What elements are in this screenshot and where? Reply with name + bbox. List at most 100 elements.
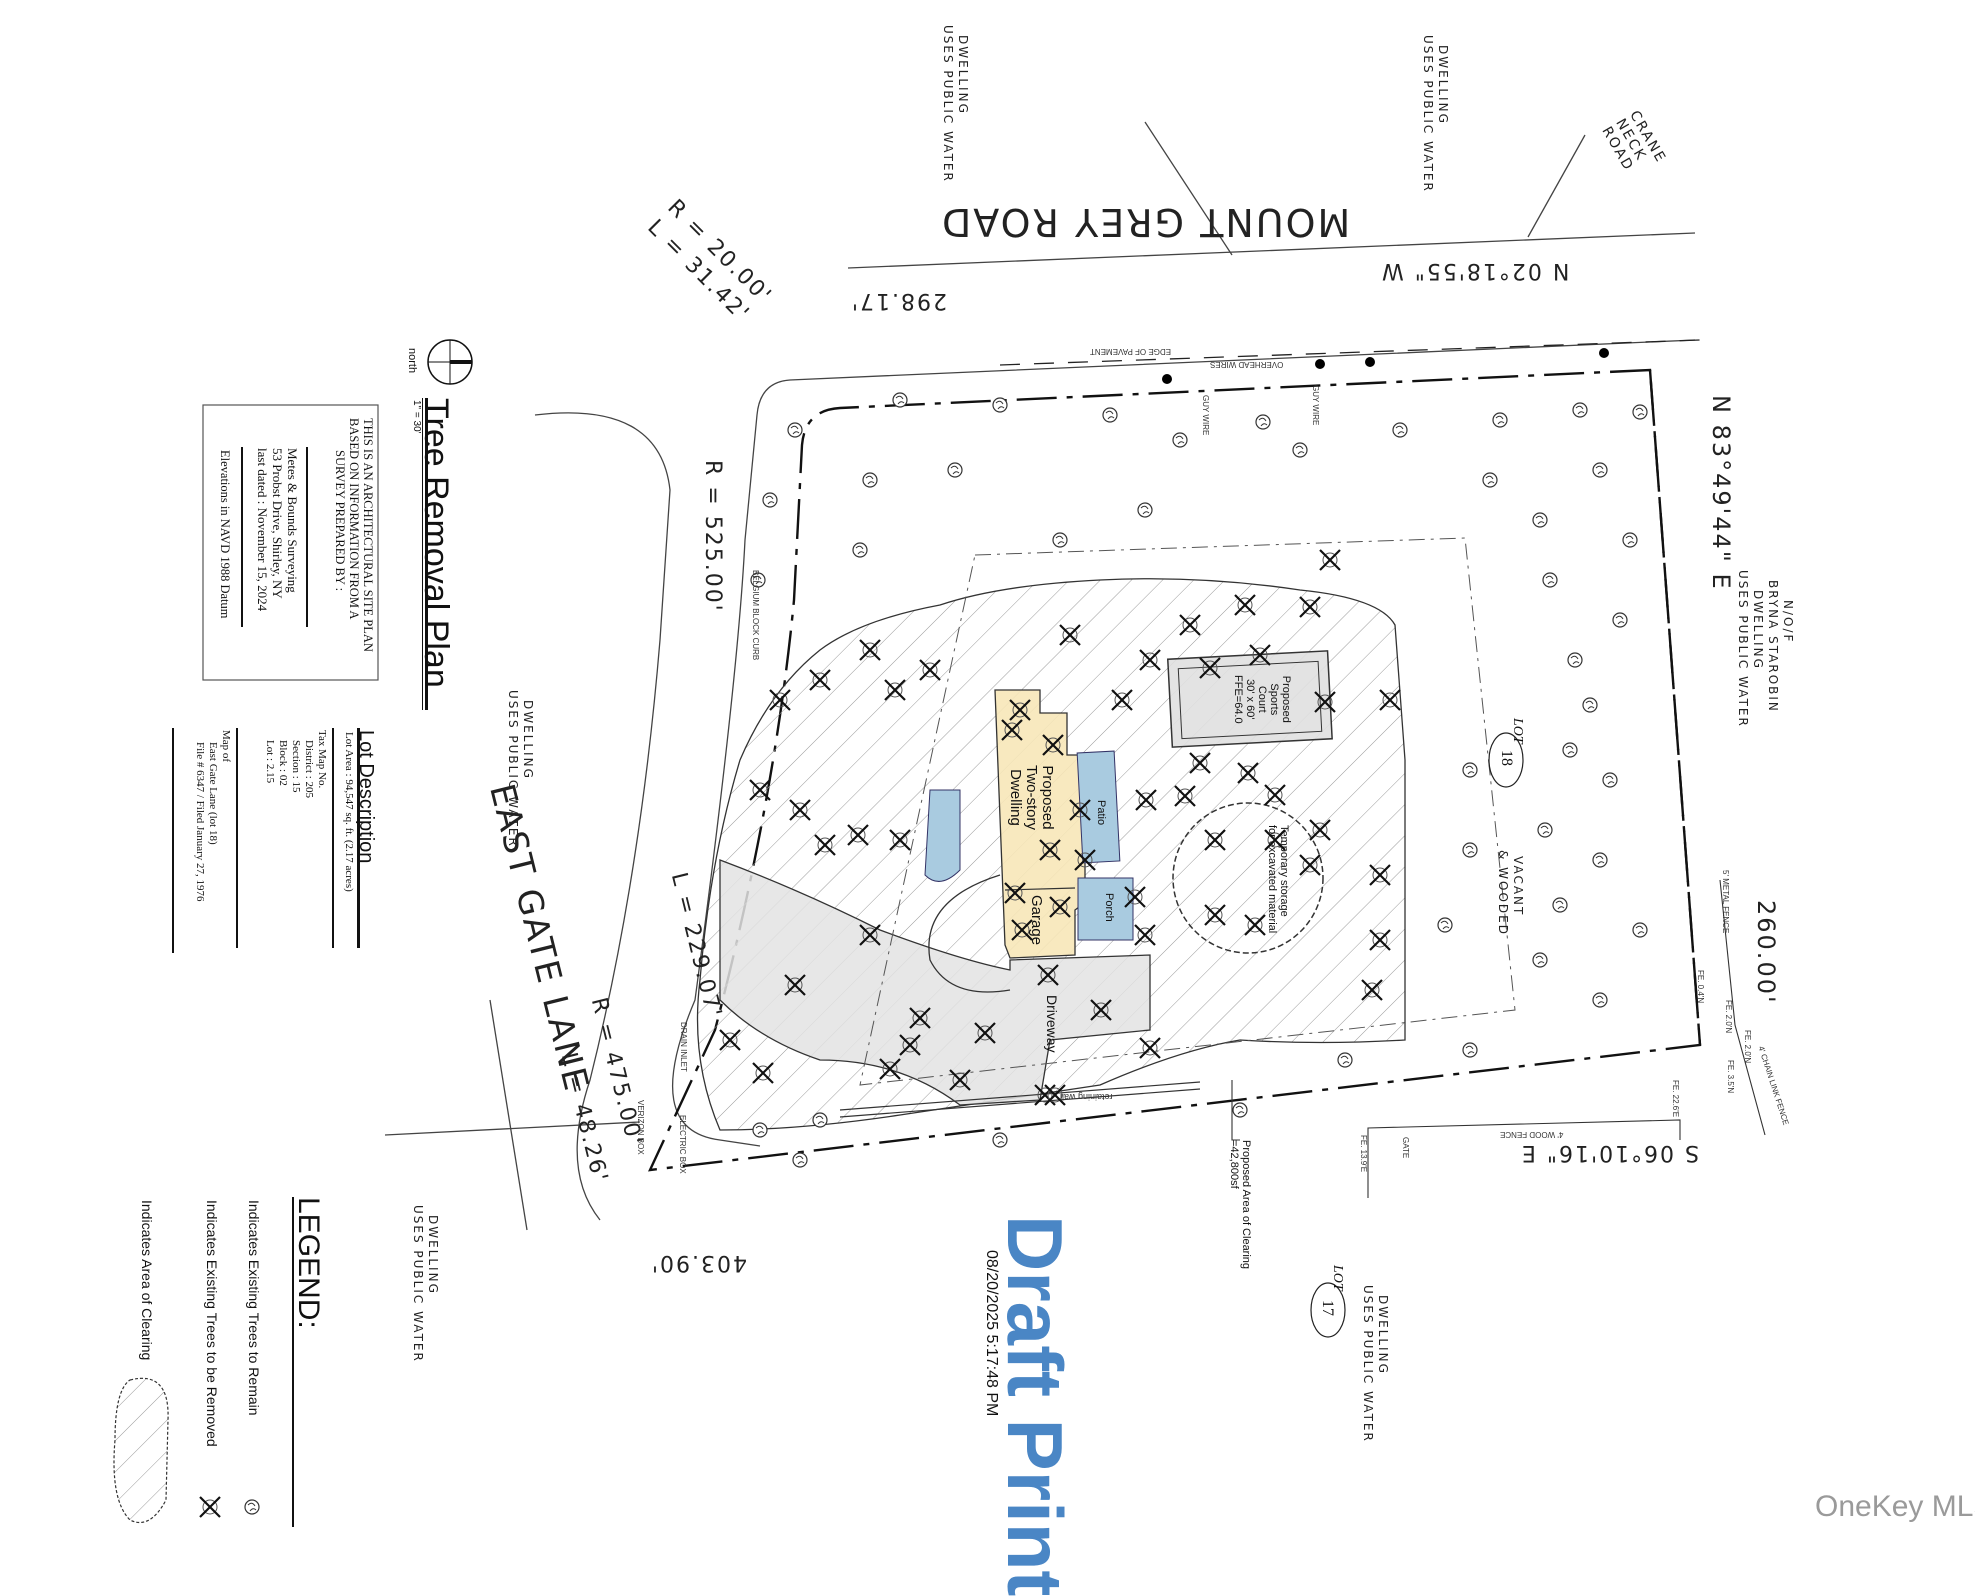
dwelling-label-line: Two-story [1023,765,1040,831]
neighbor-east-owner: N/O/F BRYNA STAROBIN DWELLING USES PUBLI… [1735,570,1795,728]
verizon-box-label: VERIZON BOX [636,1100,645,1155]
neighbor-dwelling-label: DWELLING [521,700,535,780]
scale-label: 1" = 30' [411,400,422,434]
vacant-wooded-label: VACANT & WOODED [1495,850,1525,936]
west-curve-radius: R = 525.00' [700,460,725,613]
neighbor-dwelling-label: DWELLING [426,1215,440,1295]
map-of-label: Map of [220,730,232,763]
belgium-curb-label: BELGIUM BLOCK CURB [751,570,760,661]
fence-offset-label: FE. 13.9'E [1359,1135,1368,1173]
legend-item-remain: Indicates Existing Trees to Remain [246,1200,262,1416]
sports-court-label-line: Court [1256,685,1268,713]
lot-17-word: LOT [1330,1265,1345,1291]
neighbor-dwelling-label: DWELLING [956,35,970,115]
east-line-length: 260.00' [1752,900,1780,1005]
neighbor-water-label: USES PUBLIC WATER [941,25,955,183]
datum-note: Elevations in NAVD 1988 Datum [218,450,232,619]
owner-prefix: N/O/F [1781,600,1795,644]
north-label: north [406,348,418,374]
map-name: East Gate Lane (lot 18) [207,742,219,845]
guy-wire-label: GUY WIRE [1201,395,1210,436]
neighbor-water-label: USES PUBLIC WATER [1736,570,1750,728]
site-plan-drawing [113,121,1766,1527]
road-frontage-length: 298.17' [850,288,948,313]
surveyor-address: 53 Probst Drive, Shirley, NY [270,448,285,599]
sports-court-label-line: Proposed [1280,675,1292,723]
fence-offset-label: FE. 3.5'N [1726,1060,1735,1094]
storage-area-shape [1172,802,1324,954]
watermark: OneKey MLS [1815,1490,1975,1523]
draft-timestamp: 08/20/2025 5:17:48 PM [983,1250,1000,1417]
storage-label: Temporary storage for excavated material [1266,825,1290,933]
retaining-wall-label: retaining wall [1060,1092,1113,1102]
north-arrow-icon [427,339,473,385]
legend-clearing-icon [113,1377,169,1524]
driveway-shape [719,859,1151,1106]
survey-date: last dated : November 15, 2024 [255,448,270,612]
garage-label: Garage [1028,895,1045,946]
sports-court-label-line: FFE=64.0 [1232,675,1244,724]
dwelling-label-line: Dwelling [1007,769,1024,826]
clearing-note-line: =42,800sf [1228,1140,1240,1189]
bearing-south-line: S 06°10'16" E [1520,1140,1700,1165]
road-label-mount-grey: MOUNT GREY ROAD [940,200,1351,244]
fence-offset-label: FE. 0.4'N [1696,970,1705,1004]
edge-of-pavement-label: EDGE OF PAVEMENT [1090,347,1172,356]
survey-note: THIS IS AN ARCHITECTURAL SITE PLAN BASED… [333,418,375,652]
map-file: File # 6347 / Filed January 27, 1976 [194,742,206,902]
fence-offset-label: FE. 2.0'N [1724,1000,1733,1034]
neighbor-dwelling-label: DWELLING [1376,1295,1390,1375]
neighbor-water-label: USES PUBLIC WATER [411,1205,425,1363]
neighbor-water-label: USES PUBLIC WATER [1361,1285,1375,1443]
storage-label-line: Temporary storage [1278,825,1290,917]
page-title: Tree Removal Plan [417,398,455,688]
neighbor-dwelling-label: DWELLING [1751,590,1765,670]
legend-heading: LEGEND: [292,1197,325,1329]
surveyor-name: Metes & Bounds Surveying [285,448,300,593]
sports-court-label-line: Sports [1268,683,1280,716]
neighbor-north-west: DWELLING USES PUBLIC WATER [940,25,970,183]
survey-note-box [202,404,379,681]
surveyor-info: Metes & Bounds Surveying 53 Probst Drive… [255,448,300,611]
wood-fence-label: 4' WOOD FENCE [1500,1130,1564,1139]
bearing-north-line: N 02°18'55" W [1380,258,1570,283]
district: District : 205 [303,740,315,799]
neighbor-south: DWELLING USES PUBLIC WATER [1360,1285,1390,1443]
draft-print-stamp: Draft Print [991,1215,1079,1596]
electric-box-label: ELECTRIC BOX [678,1115,687,1174]
drain-inlet-label: DRAIN INLET [679,1022,688,1072]
metal-fence-label: 5' METAL FENCE [1721,870,1730,934]
map-reference: Map of East Gate Lane (lot 18) File # 63… [193,730,232,902]
legend-item-remove: Indicates Existing Trees to be Removed [204,1200,220,1447]
tax-map-label: Tax Map No. [316,730,328,789]
neighbor-north-east: DWELLING USES PUBLIC WATER [1420,35,1450,193]
fence-offset-label: FE. 2.0'N [1743,1030,1752,1064]
lot-18-number: 18 [1498,750,1515,766]
vacant-label: VACANT [1511,856,1525,917]
overhead-wires-label: OVERHEAD WIRES [1210,360,1284,369]
neighbor-dwelling-label: DWELLING [1436,45,1450,125]
south-line-length: 403.90' [650,1250,748,1275]
patio-label: Patio [1095,800,1107,826]
legend-item-clearing: Indicates Area of Clearing [139,1200,155,1361]
owner-name: BRYNA STAROBIN [1766,580,1780,713]
fence-offset-label: FE. 22.6'E [1671,1080,1680,1118]
bearing-east-line: N 83°49'44" E [1707,395,1735,591]
neighbor-south-west: DWELLING USES PUBLIC WATER [410,1205,440,1363]
sports-court-label-line: 30' x 60' [1244,679,1256,720]
gate-label: GATE [1401,1137,1410,1159]
survey-note-line: THIS IS AN ARCHITECTURAL SITE PLAN [361,418,375,652]
lot-area: Lot Area : 94,547 sq. ft. (2.17 acres) [343,732,355,892]
lot-description-heading: Lot Description [355,730,377,864]
lot-17-number: 17 [1319,1300,1336,1316]
guy-wire-label-2: GUY WIRE [1311,385,1320,426]
survey-note-line: BASED ON INFORMATION FROM A [347,418,361,620]
neighbor-west: DWELLING USES PUBLIC WATER [505,690,535,848]
clearing-area-note: Proposed Area of Clearing =42,800sf [1228,1140,1252,1269]
neighbor-water-label: USES PUBLIC WATER [506,690,520,848]
sports-court-label: Proposed Sports Court 30' x 60' FFE=64.0 [1232,675,1292,724]
legend-tree-remove-icon [198,1495,222,1519]
wooded-label: & WOODED [1496,850,1510,936]
dwelling-label: Proposed Two-story Dwelling [1007,765,1056,831]
dwelling-label-line: Proposed [1039,765,1056,830]
